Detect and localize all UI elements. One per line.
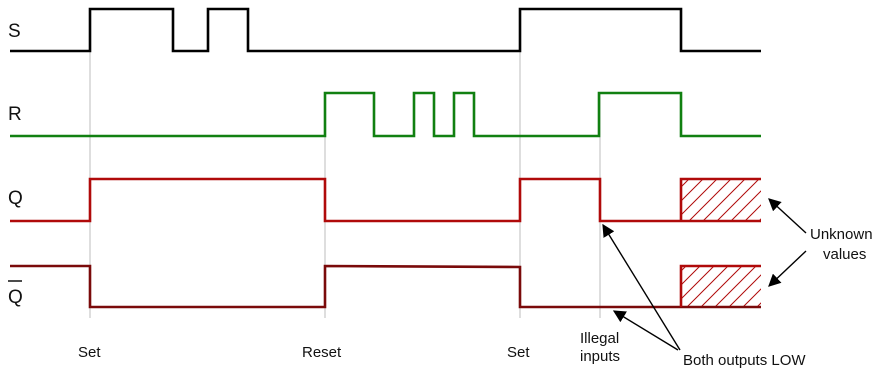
r-label: R — [8, 104, 22, 125]
waveforms — [10, 7, 761, 309]
unknown-values-line2: values — [823, 246, 866, 263]
both-outputs-low-label: Both outputs LOW — [683, 352, 806, 369]
arrow-unknown-to-qbar — [768, 250, 807, 287]
arrow-unknown-to-q — [768, 198, 807, 234]
signal-labels: S R Q Q — [8, 21, 23, 308]
event-label-illegal-line1: Illegal — [580, 330, 619, 347]
event-guide-lines — [89, 48, 601, 318]
annotations: Unknown values Both outputs LOW — [602, 198, 873, 369]
event-label-illegal-line2: inputs — [580, 348, 620, 365]
arrow-both-low-to-q — [602, 223, 681, 351]
s-label: S — [8, 21, 21, 42]
s-waveform — [10, 7, 761, 53]
event-labels: Set Reset Set Illegal inputs — [78, 330, 620, 365]
event-label-set1: Set — [78, 344, 101, 361]
r-waveform — [10, 91, 761, 138]
arrow-both-low-to-qbar — [612, 310, 679, 351]
q-label: Q — [8, 188, 23, 209]
q-unknown-top — [679, 177, 761, 221]
event-label-set2: Set — [507, 344, 530, 361]
qbar-waveform — [10, 264, 761, 309]
unknown-region-qbar — [681, 266, 761, 307]
unknown-values-line1: Unknown — [810, 226, 873, 243]
q-waveform — [10, 177, 761, 223]
event-label-reset: Reset — [302, 344, 342, 361]
unknown-regions — [681, 180, 761, 307]
qbar-label: Q — [8, 287, 23, 308]
qbar-unknown-top — [679, 264, 761, 307]
unknown-region-q — [681, 180, 761, 221]
